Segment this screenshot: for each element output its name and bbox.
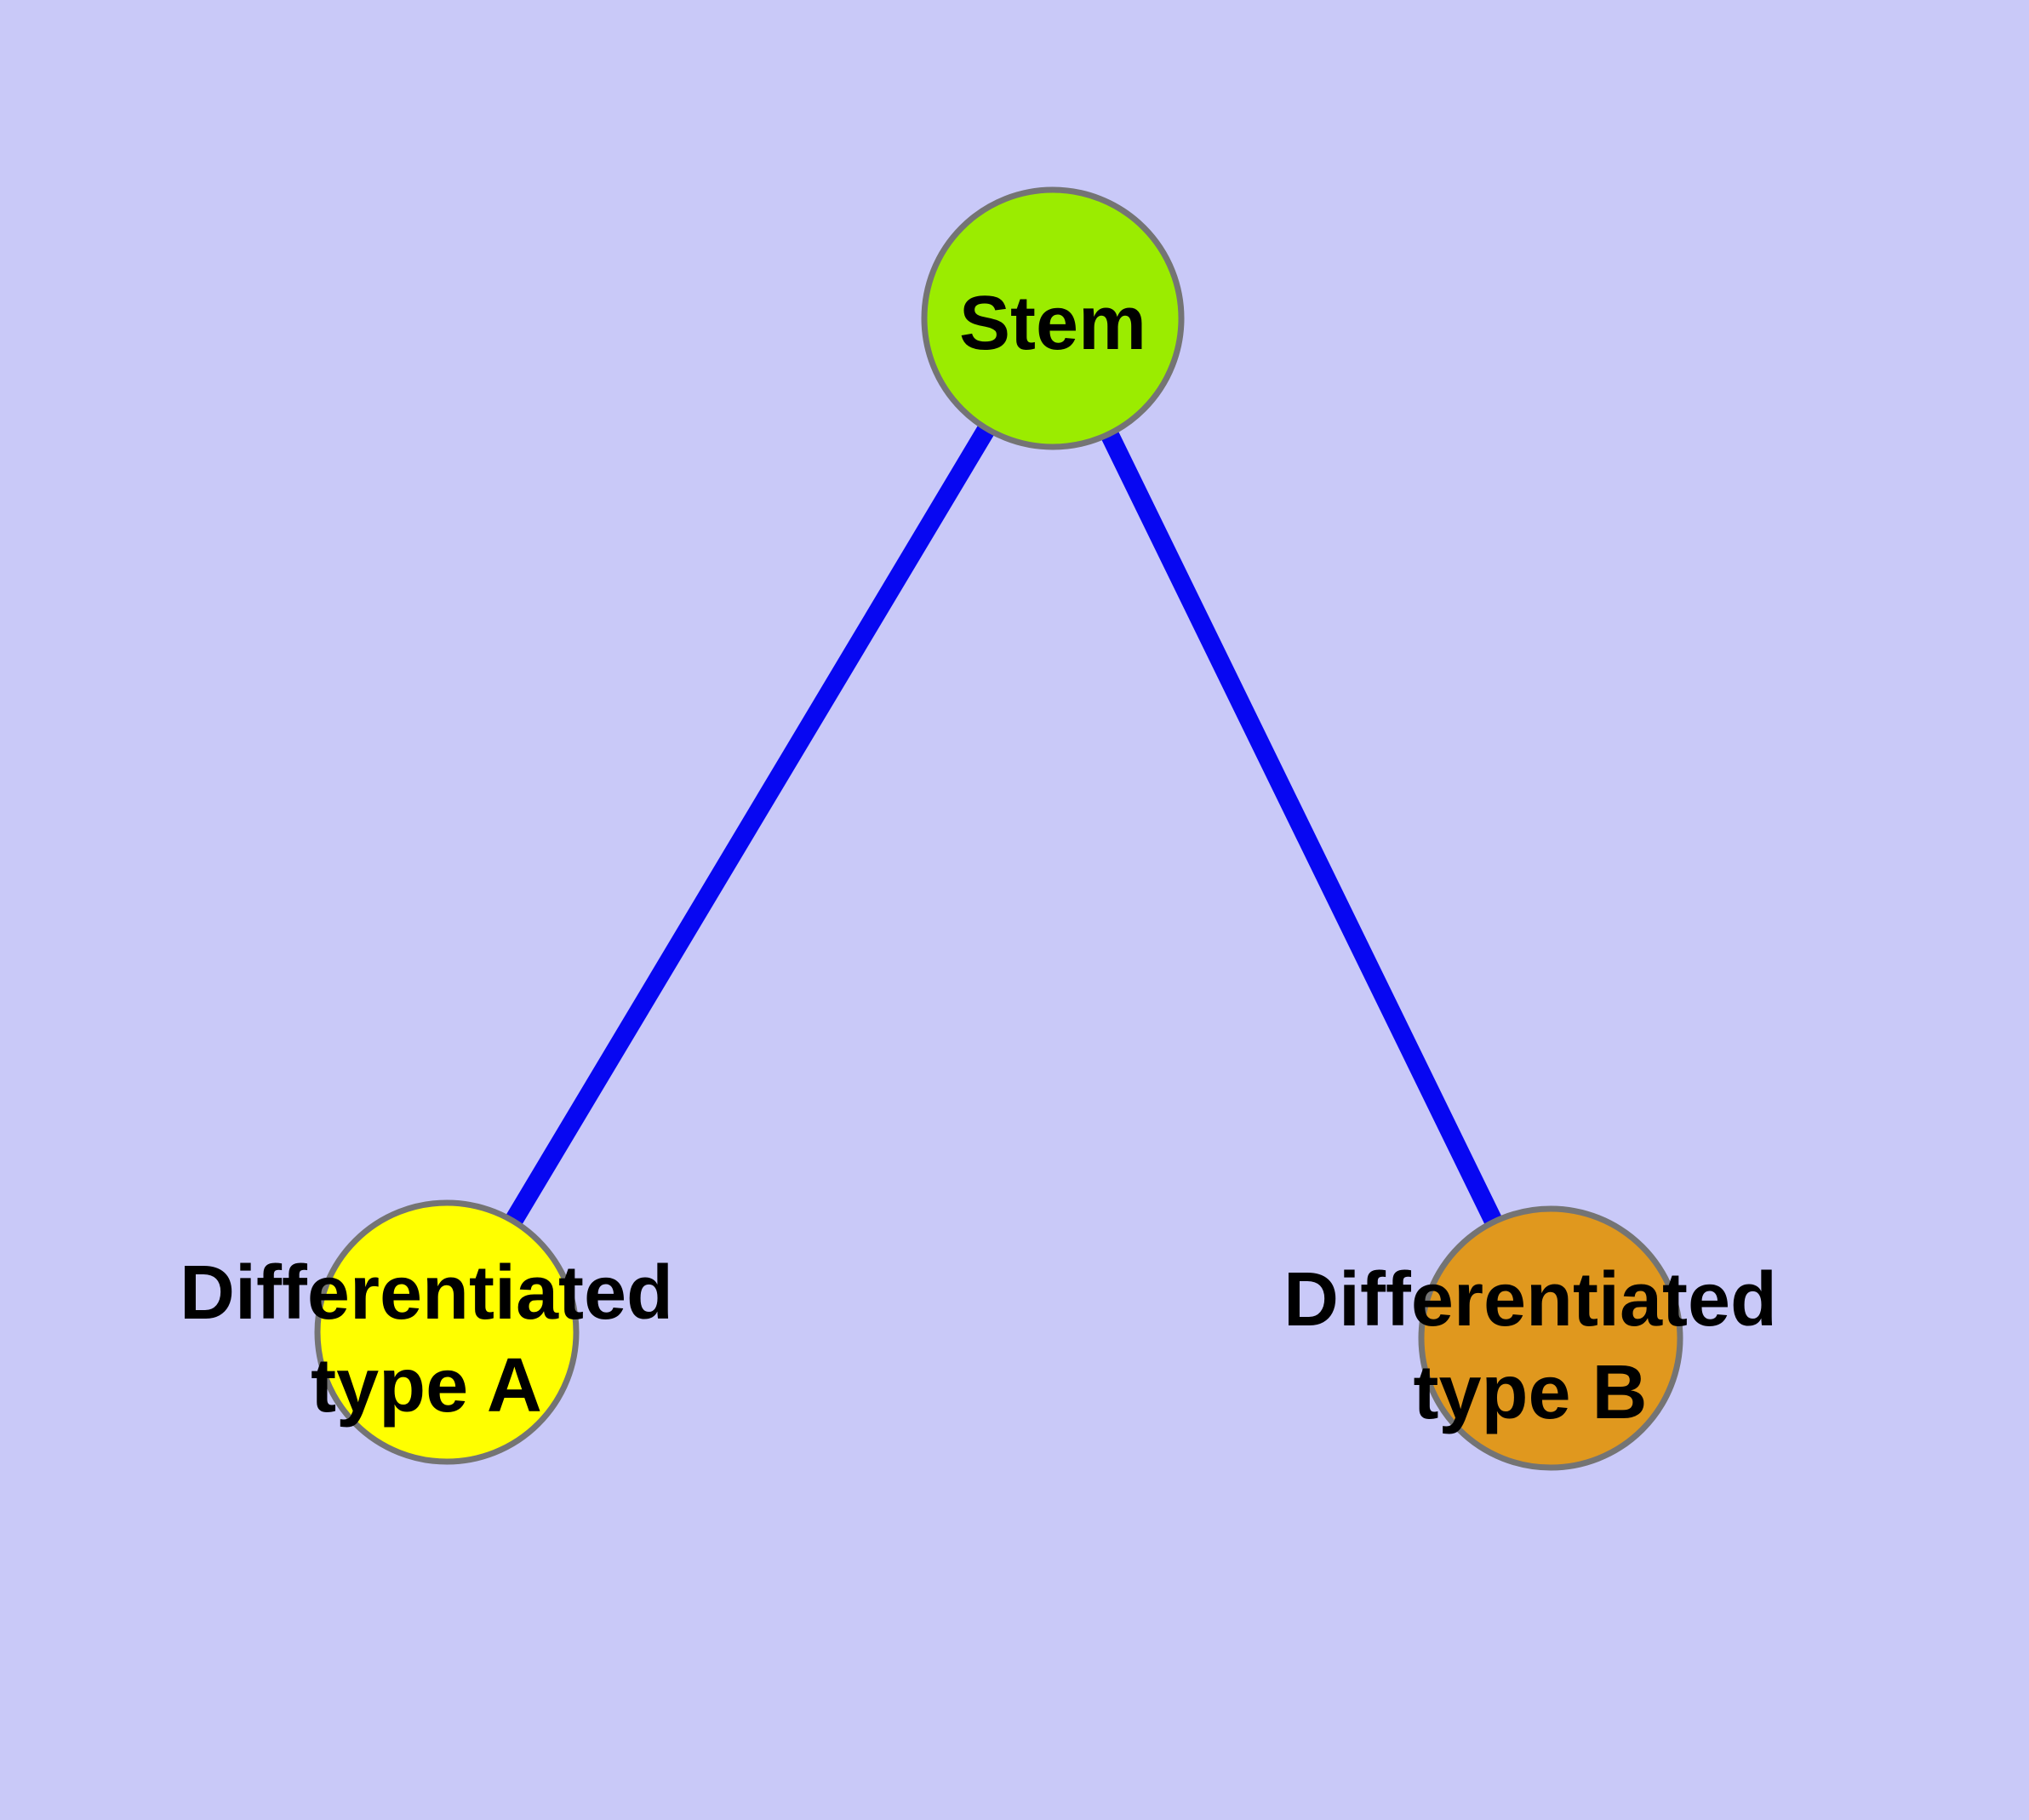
- edge-stem-to-type-a: [438, 313, 1061, 1337]
- differentiated-type-b-label-line1: Differentiated: [1283, 1257, 1777, 1342]
- stem-node: [921, 186, 1185, 450]
- differentiated-type-b-node: [1418, 1205, 1683, 1471]
- differentiated-type-a-label-line2: type A: [311, 1343, 542, 1428]
- stem-node-label: Stem: [959, 281, 1146, 366]
- edge-stem-to-type-b: [1044, 314, 1559, 1342]
- differentiated-type-a-label-line1: Differentiated: [180, 1251, 673, 1336]
- differentiated-type-a-node: [314, 1199, 580, 1465]
- differentiated-type-b-label-line2: type B: [1413, 1350, 1647, 1435]
